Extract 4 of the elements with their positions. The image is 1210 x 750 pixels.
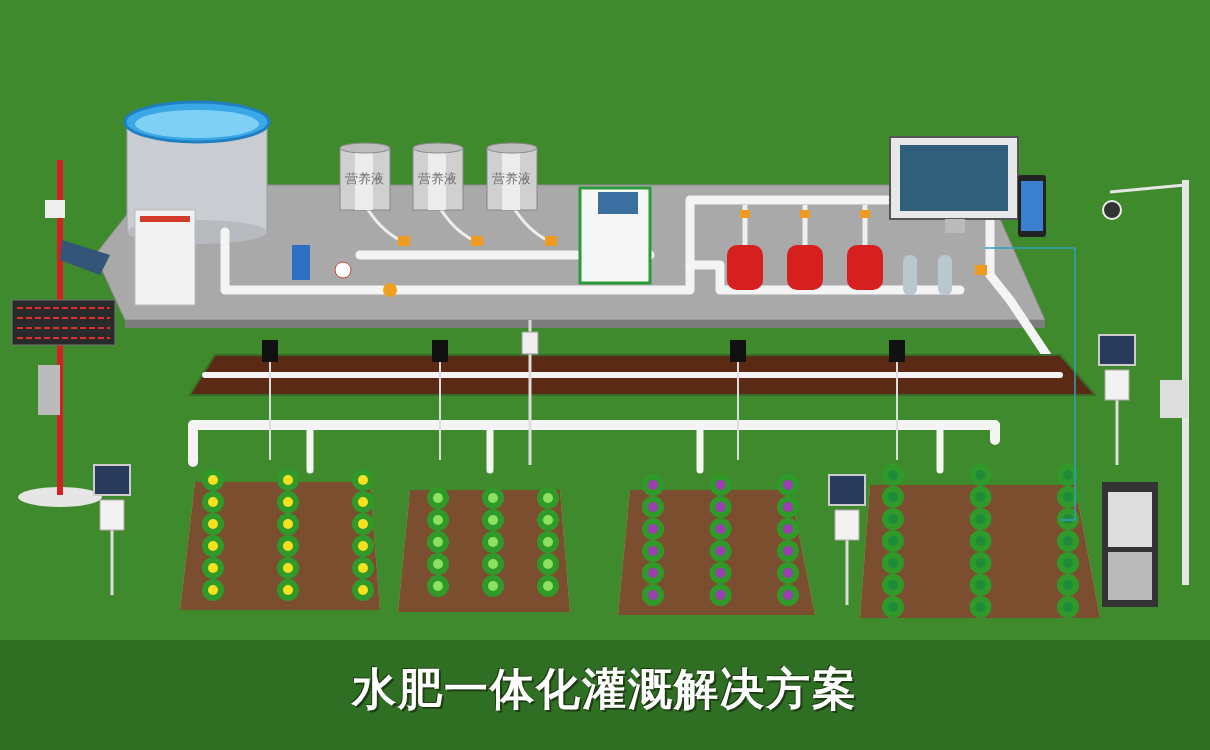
tank-label: 营养液: [345, 170, 384, 188]
tank-label: 营养液: [418, 170, 457, 188]
title: 水肥一体化灌溉解决方案: [350, 662, 859, 716]
tank-label: 营养液: [492, 170, 531, 188]
